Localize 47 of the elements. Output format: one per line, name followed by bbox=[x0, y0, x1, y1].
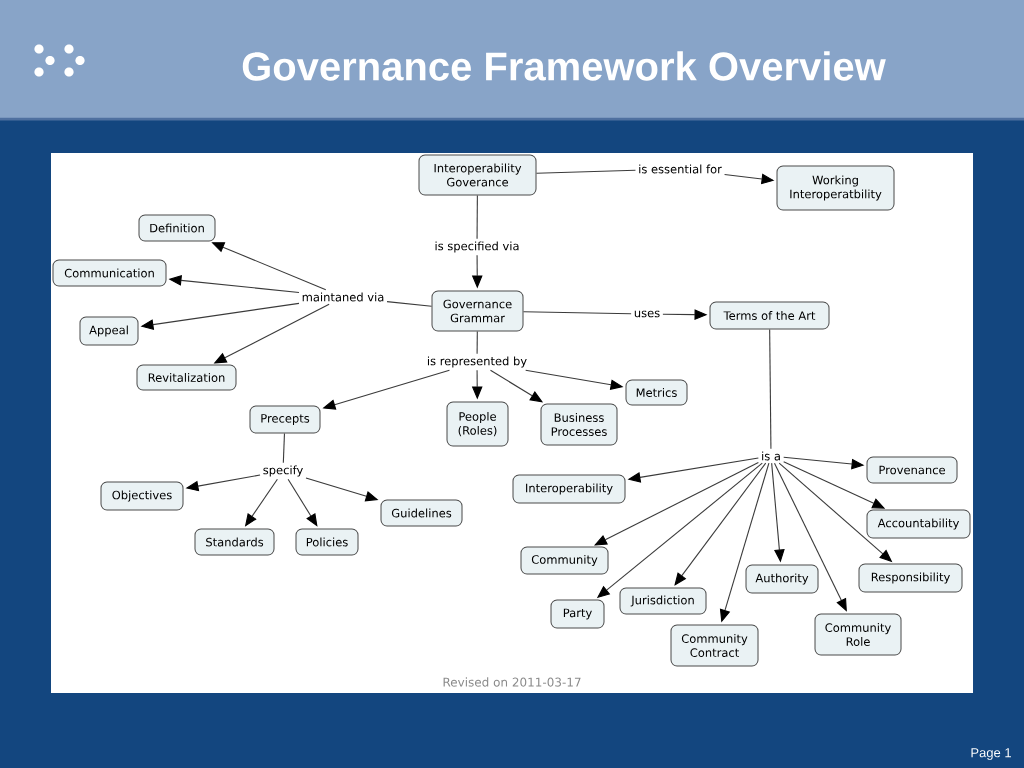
concept-box: Jurisdiction bbox=[619, 587, 707, 615]
arrow bbox=[674, 462, 767, 586]
arrow bbox=[489, 369, 543, 403]
connector-line bbox=[476, 330, 478, 355]
concept-box: Policies bbox=[295, 528, 359, 556]
concept-box: Metrics bbox=[625, 379, 688, 406]
connector-line bbox=[476, 194, 478, 240]
concept-box: Precepts bbox=[249, 405, 321, 434]
concept-box: Working Interoperatbility bbox=[776, 165, 895, 211]
arrow bbox=[594, 461, 759, 546]
concept-box: Community bbox=[520, 546, 609, 575]
concept-box: Accountability bbox=[866, 509, 971, 539]
connector-line bbox=[522, 311, 632, 315]
linking-phrase: is specified via bbox=[435, 241, 519, 253]
concept-box: Terms of the Art bbox=[709, 301, 830, 330]
concept-box: Responsibility bbox=[858, 563, 963, 593]
concept-box: Standards bbox=[194, 528, 275, 556]
revision-date: Revised on 2011-03-17 bbox=[443, 677, 581, 687]
page-number: Page 1 bbox=[971, 748, 1011, 760]
connector-line bbox=[282, 432, 285, 464]
arrow bbox=[287, 478, 318, 527]
connector-line bbox=[769, 328, 772, 450]
concept-box: Provenance bbox=[866, 456, 958, 484]
concept-box: Business Processes bbox=[540, 403, 618, 446]
linking-phrase: is essential for bbox=[639, 164, 722, 174]
linking-phrase: is represented by bbox=[427, 356, 527, 368]
linking-phrase: specify bbox=[263, 465, 303, 477]
concept-box: Objectives bbox=[100, 481, 184, 511]
concept-box: Interoperability bbox=[512, 474, 626, 504]
concept-box: Community Role bbox=[814, 613, 902, 656]
connector-line bbox=[535, 169, 636, 174]
concept-box: Community Contract bbox=[670, 624, 759, 667]
concept-box: Definition bbox=[138, 214, 216, 242]
title: Governance Framework Overview bbox=[242, 51, 886, 81]
concept-box: Guidelines bbox=[380, 499, 463, 527]
concept-box: Communication bbox=[52, 259, 167, 287]
connector-line bbox=[386, 301, 433, 307]
concept-box: People (Roles) bbox=[446, 401, 509, 447]
linking-phrase: is a bbox=[762, 451, 780, 461]
concept-box: Appeal bbox=[79, 316, 139, 346]
linking-phrase: maintaned via bbox=[302, 292, 384, 302]
concept-box: Interoperability Goverance bbox=[418, 154, 537, 196]
concept-box: Party bbox=[550, 599, 605, 629]
concept-box: Revitalization bbox=[136, 364, 237, 391]
linking-phrase: uses bbox=[634, 310, 660, 318]
concept-box: Authority bbox=[745, 564, 819, 594]
concept-box: Governance Grammar bbox=[431, 290, 524, 332]
